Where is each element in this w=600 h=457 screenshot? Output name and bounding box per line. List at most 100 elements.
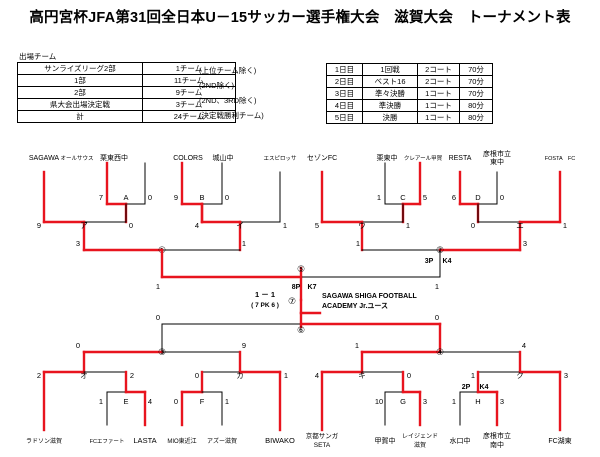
score: 9 [174,193,178,202]
match-label: ア [80,221,88,230]
team-name: 京都サンガ [306,431,339,440]
teams-note: (2ND除く) [199,81,234,90]
champion-name: SAGAWA SHIGA FOOTBALL [322,293,417,300]
score: 0 [225,193,229,202]
team-name: レイジェンド [402,434,438,440]
table-cell: 80分 [459,111,493,124]
score: 1 [377,193,381,202]
match-label: F [200,397,205,406]
table-cell: 24チーム [142,110,236,123]
score: 0 [148,193,152,202]
score: 1 [563,221,567,230]
teams-note: (上位チーム除く) [199,66,257,75]
team-name: 栗東中 [377,153,398,162]
pk-note: K7 [308,284,317,291]
score: 9 [242,341,246,350]
score: 10 [375,397,383,406]
match-label: E [123,397,128,406]
match-label: ⑦ [288,296,296,306]
score: 1 [225,397,229,406]
match-label: オ [80,371,88,380]
score: 0 [407,371,411,380]
pk-note: 8P [292,284,301,291]
section-label: 出場チーム [19,52,57,61]
team-name: MIO東近江 [167,437,196,445]
pk-note: 3P [425,258,434,265]
team-name: BIWAKO [265,436,295,445]
team-name: SAGAWA [29,155,60,162]
team-name: 東中 [490,157,504,166]
team-name: オールサウス [60,154,93,162]
match-label: G [400,397,406,406]
score: 3 [523,239,527,248]
score: 6 [452,193,456,202]
score: 1 [406,221,410,230]
teams-note: (2ND、3RD除く) [199,96,257,105]
score: 5 [315,221,319,230]
score: 1 [156,282,160,291]
match-label: B [199,193,204,202]
match-label: A [123,193,128,202]
score: 0 [471,221,475,230]
score: 0 [195,371,199,380]
page-title: 高円宮杯JFA第31回全日本U－15サッカー選手権大会 滋賀大会 トーナメント表 [29,10,571,26]
score: 0 [500,193,504,202]
score: 0 [156,313,160,322]
team-name: FC湖東 [548,436,571,445]
score: 1 [452,397,456,406]
match-label: D [475,193,481,202]
team-name: 彦根市立 [483,431,511,440]
final-score: 1 － 1 [255,290,275,299]
match-label: H [475,397,480,406]
team-name: 城山中 [213,153,234,162]
score: 0 [129,221,133,230]
match-label: ④ [436,347,444,357]
team-name: クレアール甲賀 [404,154,443,162]
score: 4 [522,341,526,350]
score: 3 [76,239,80,248]
team-name: 彦根市立 [483,149,511,158]
score: 7 [99,193,103,202]
score: 2 [130,371,134,380]
table-cell: 1コート [417,111,460,124]
team-name: COLORS [173,155,203,162]
match-label: ⑤ [297,264,305,274]
team-name: アズー滋賀 [207,437,237,445]
team-name: 甲賀中 [375,436,396,445]
team-name: セゾンFC [307,154,337,162]
team-name: 水口中 [450,436,471,445]
teams-note: (決定戦勝利チーム) [199,111,264,120]
match-label: ク [516,371,524,380]
team-name: 滋賀 [414,441,426,449]
score: 0 [76,341,80,350]
score: 5 [423,193,427,202]
pk-note: 2P [462,384,471,391]
score: 9 [37,221,41,230]
match-label: イ [236,221,244,230]
score: 3 [423,397,427,406]
score: 1 [435,282,439,291]
score: 1 [471,371,475,380]
team-name: LASTA [133,436,156,445]
final-pk: ( 7 PK 6 ) [251,302,279,309]
team-name: 南中 [490,440,504,449]
score: 1 [355,341,359,350]
pk-note: K4 [443,258,452,265]
match-label: エ [516,221,524,230]
match-label: ⑥ [297,325,305,335]
pk-note: K4 [480,384,489,391]
score: 4 [195,221,199,230]
score: 4 [148,397,152,406]
score: 0 [174,397,178,406]
team-name: SETA [314,442,331,449]
table-cell: 70分 [459,87,493,100]
team-name: FCエファート [90,438,125,445]
score: 2 [37,371,41,380]
